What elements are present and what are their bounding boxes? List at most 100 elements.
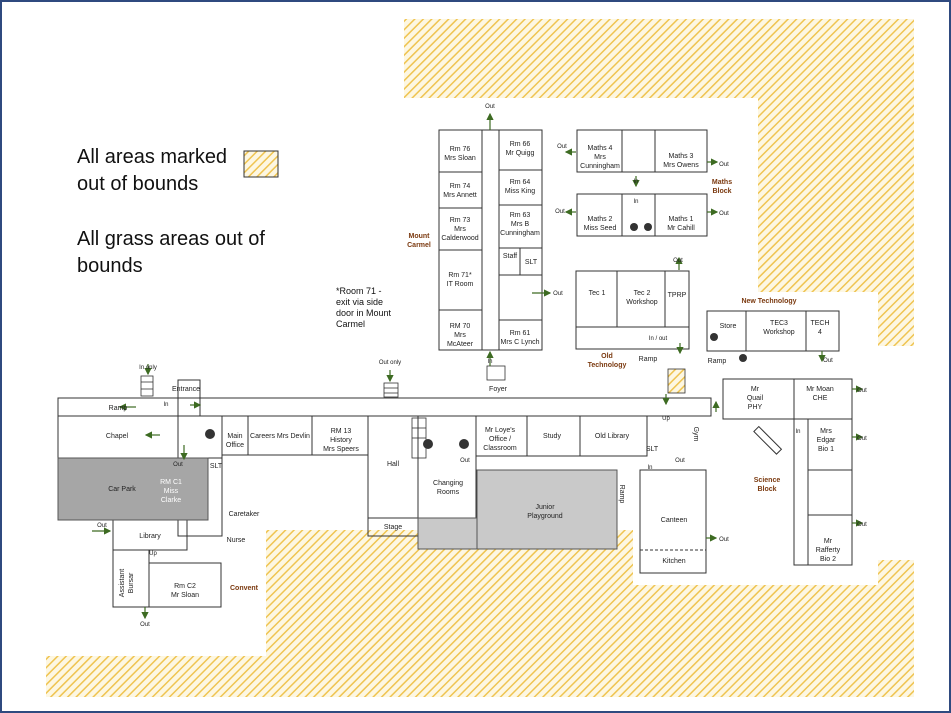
out-marker: Out xyxy=(857,436,867,442)
library-label: Library xyxy=(139,533,161,540)
old-library-label: Old Library xyxy=(595,433,630,440)
out-marker: Out xyxy=(557,144,567,150)
note-line: *Room 71 - xyxy=(336,286,382,296)
in-only-marker: In only xyxy=(139,365,157,371)
out-marker: Out xyxy=(485,104,495,110)
stairs-icons xyxy=(140,365,506,459)
legend-grass: All grass areas out of bounds xyxy=(77,226,265,280)
rm71-label: Rm 71*IT Room xyxy=(447,272,474,288)
ramp-oldtech-label: Ramp xyxy=(639,356,658,363)
up-marker: Up xyxy=(149,551,157,557)
out-marker: Out xyxy=(460,458,470,464)
lab-bench-icon xyxy=(753,425,783,455)
hatched-zone-oldtech-ramp xyxy=(667,368,686,394)
out-marker: Out xyxy=(673,258,683,264)
legend-line: out of bounds xyxy=(77,173,199,195)
kitchen-label: Kitchen xyxy=(662,558,685,565)
caretaker-label: Caretaker xyxy=(229,511,260,518)
toilet-icons xyxy=(205,223,747,449)
out-marker: Out xyxy=(555,209,565,215)
ramp-newtech-label: Ramp xyxy=(708,358,727,365)
building-outlines xyxy=(57,129,853,608)
out-marker: Out xyxy=(857,522,867,528)
tprp-label: TPRP xyxy=(668,292,687,299)
tec1-label: Tec 1 xyxy=(589,290,606,297)
ramp-west-label: Ramp xyxy=(109,405,128,412)
hall-label: Hall xyxy=(387,461,400,468)
toilet-icon xyxy=(459,439,469,449)
hatched-zone-south xyxy=(46,530,914,697)
in-marker: In xyxy=(647,465,652,471)
bursar-label: Bursar xyxy=(128,572,135,593)
slt-label: SLT xyxy=(525,259,538,266)
out-marker: Out xyxy=(719,537,729,543)
in-marker: In xyxy=(163,402,168,408)
out-marker: Out xyxy=(823,358,833,364)
out-marker: Out xyxy=(719,162,729,168)
new-technology-heading: New Technology xyxy=(741,298,796,305)
entrance-label: Entrance xyxy=(172,386,200,393)
store-label: Store xyxy=(720,323,737,330)
room71-note: *Room 71 - exit via side door in Mount C… xyxy=(336,286,391,330)
chapel-label: Chapel xyxy=(106,433,129,440)
assistant-label: Assistant xyxy=(119,569,126,597)
entry-exit-markers: Out Out In Out Out Out Out In In Out In … xyxy=(97,104,867,628)
toilet-icon xyxy=(630,223,638,231)
out-marker: Out xyxy=(857,388,867,394)
in-marker: In xyxy=(633,179,638,185)
foyer-label: Foyer xyxy=(489,386,508,393)
in-marker: In xyxy=(633,199,638,205)
note-line: exit via side xyxy=(336,297,384,307)
legend-line: All areas marked xyxy=(77,146,228,168)
in-marker: In xyxy=(487,359,492,365)
note-line: door in Mount xyxy=(336,308,392,318)
car-park-area xyxy=(57,457,209,521)
exit-arrows xyxy=(92,112,864,620)
out-only-marker: Out only xyxy=(379,360,401,366)
nurse-label: Nurse xyxy=(227,537,246,544)
out-marker: Out xyxy=(719,211,729,217)
hatched-zone-north-east xyxy=(404,19,914,346)
gym-label: Gym xyxy=(692,427,699,442)
note-line: Carmel xyxy=(336,319,366,329)
legend-line: All grass areas out of xyxy=(77,228,265,250)
stage-label: Stage xyxy=(384,524,402,531)
out-of-bounds-swatch xyxy=(243,150,279,178)
toilet-icon xyxy=(739,354,747,362)
junior-playground-area xyxy=(476,469,618,550)
careers-label: Careers Mrs Devlin xyxy=(250,433,310,440)
slt-main-label: SLT xyxy=(210,463,223,470)
out-marker: Out xyxy=(97,523,107,529)
slt-east-label: SLT xyxy=(646,446,659,453)
out-marker: Out xyxy=(140,622,150,628)
toilet-icon xyxy=(644,223,652,231)
canteen-label: Canteen xyxy=(661,517,688,524)
